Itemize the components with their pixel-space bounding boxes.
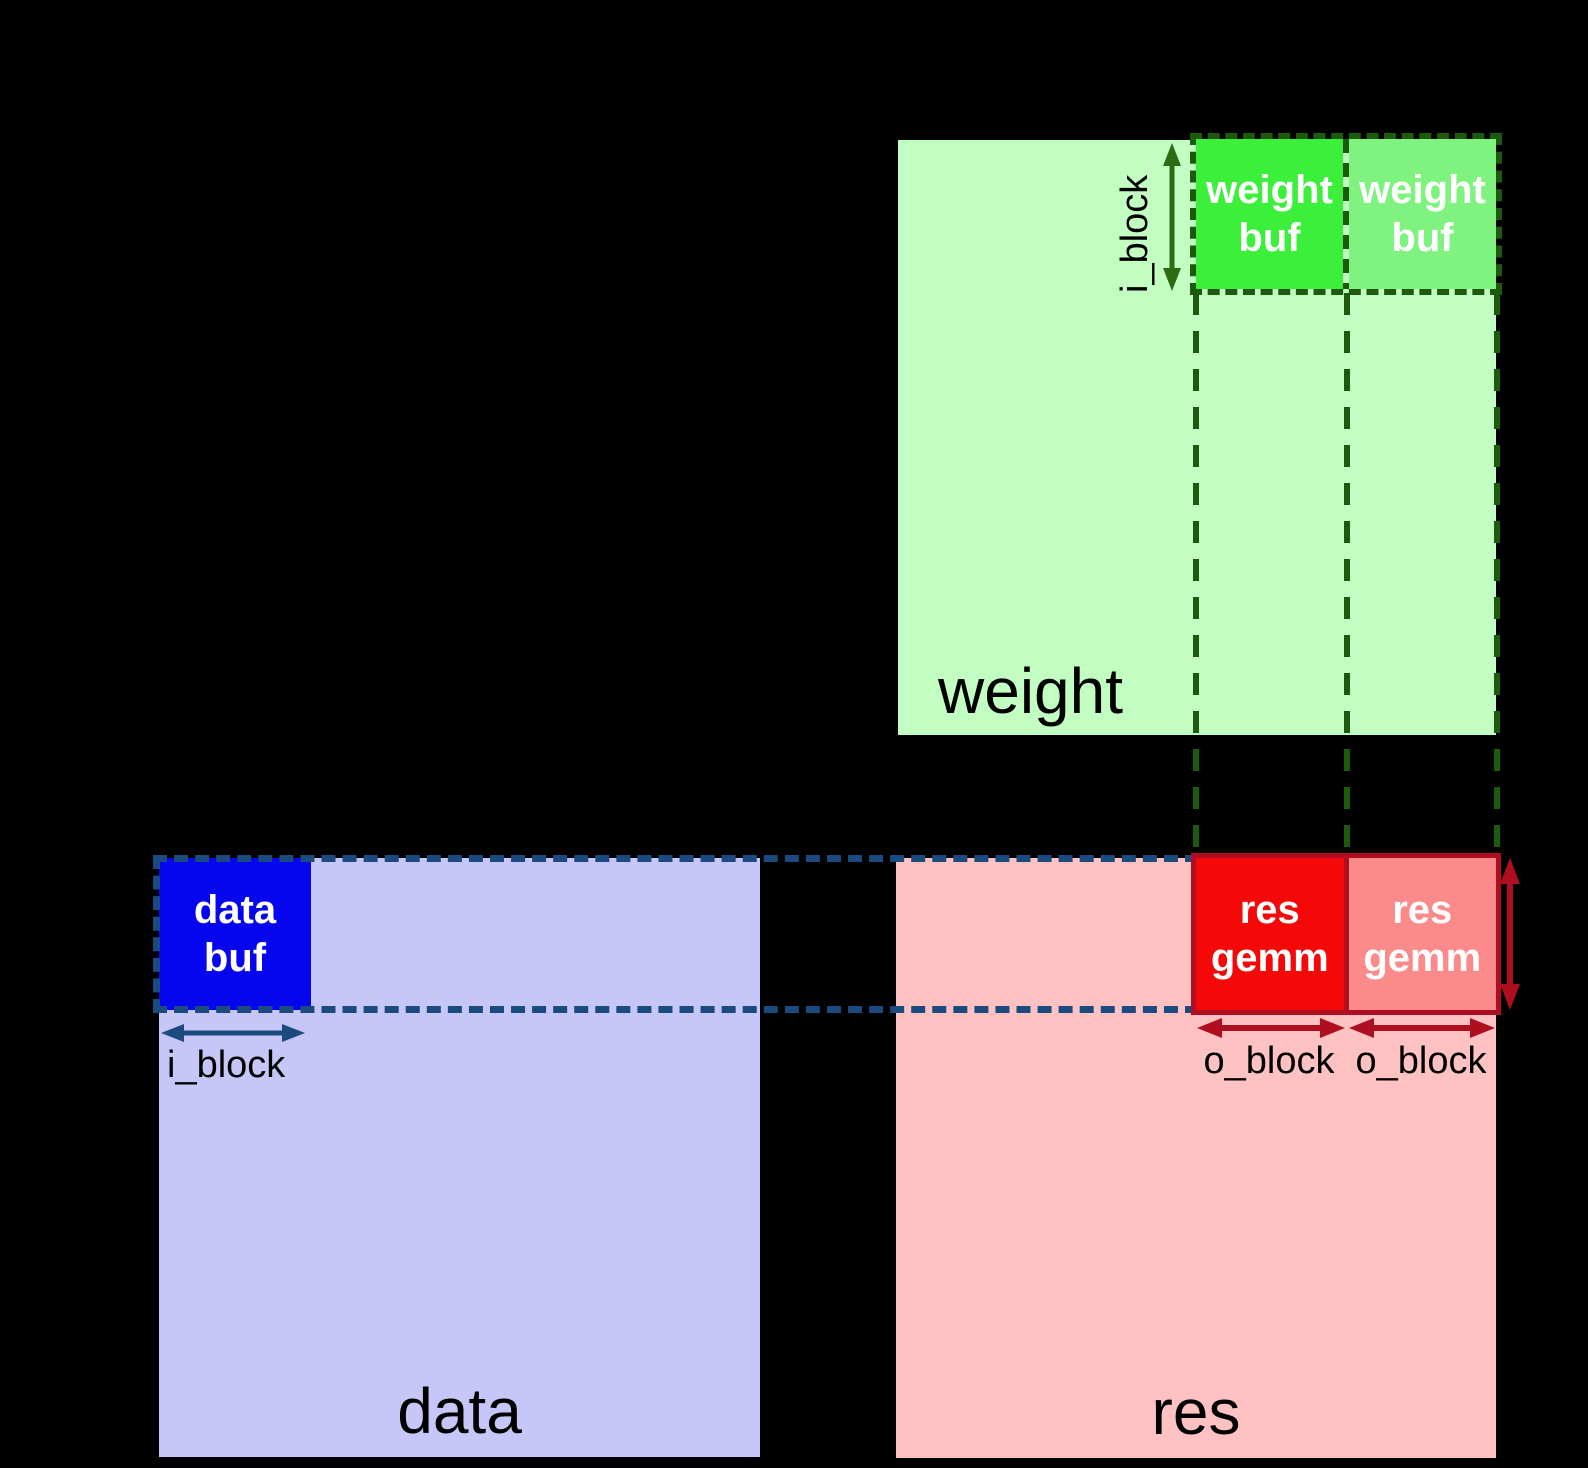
res-gemm-tile-light: res gemm [1348, 858, 1496, 1010]
weight-buf-label: weight buf [1206, 168, 1333, 260]
weight-buf-tile-dark: weight buf [1196, 139, 1343, 289]
weight-buf-label: weight buf [1359, 168, 1486, 260]
res-gemm-divider [1343, 858, 1349, 1010]
weight-column-dashed-line-middle [1344, 293, 1350, 858]
o-block-annotation-right: o_block [1355, 1040, 1487, 1082]
i-block-vertical-arrow-icon [1163, 143, 1181, 291]
weight-matrix-label: weight [938, 655, 1123, 727]
weight-buf-tile-light: weight buf [1349, 139, 1496, 289]
data-buf-label: data buf [193, 888, 277, 980]
res-gemm-label: res gemm [1210, 888, 1329, 980]
data-row-dashed-outline [153, 855, 1199, 1013]
res-gemm-height-arrow-icon [1500, 858, 1520, 1010]
weight-buf-group: weight buf weight buf [1190, 133, 1502, 295]
i-block-weight-annotation: i_block [1114, 174, 1156, 293]
data-matrix-label: data [397, 1375, 522, 1447]
i-block-horizontal-arrow-icon [161, 1024, 305, 1042]
res-gemm-tile-dark: res gemm [1196, 858, 1344, 1010]
weight-column-dashed-line-left [1193, 293, 1199, 858]
res-gemm-label: res gemm [1363, 888, 1482, 980]
o-block-arrow-left-icon [1197, 1018, 1345, 1038]
res-gemm-group: res gemm res gemm [1191, 853, 1501, 1015]
res-matrix-label: res [1151, 1376, 1241, 1448]
data-buf-tile: data buf [159, 858, 311, 1010]
o-block-arrow-right-icon [1349, 1018, 1495, 1038]
weight-buf-dashed-divider [1343, 139, 1349, 289]
o-block-annotation-left: o_block [1203, 1040, 1335, 1082]
weight-column-dashed-line-right [1494, 293, 1500, 858]
i-block-data-annotation: i_block [167, 1044, 286, 1086]
